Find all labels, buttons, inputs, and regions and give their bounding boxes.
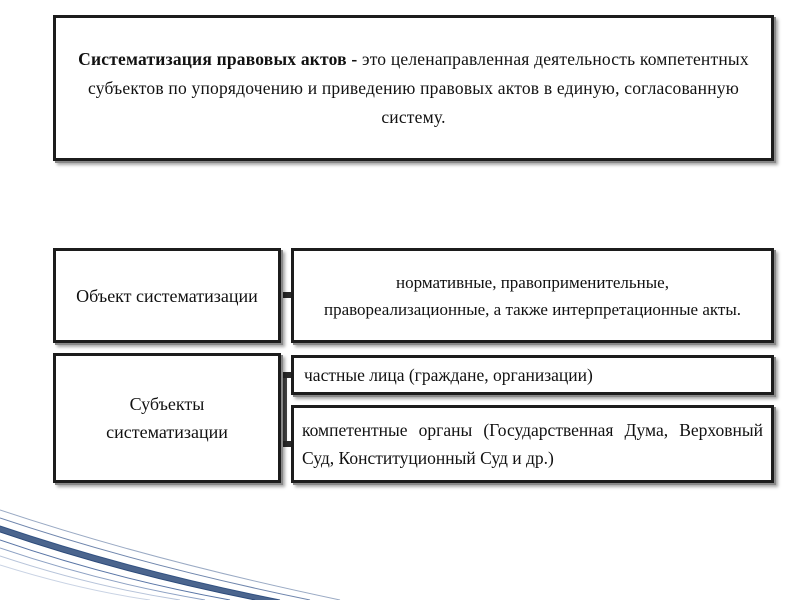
subjects-item: частные лица (граждане, организации) xyxy=(304,364,593,385)
subjects-connector-vertical xyxy=(283,372,287,447)
subjects-connector-2 xyxy=(281,441,291,447)
object-connector xyxy=(281,292,291,298)
object-value: нормативные, правоприменительные, правор… xyxy=(323,272,742,319)
definition-box: Систематизация правовых актов - это целе… xyxy=(53,15,774,161)
definition-text: Систематизация правовых актов - это целе… xyxy=(66,45,761,132)
definition-body: это целенаправленная деятельность компет… xyxy=(87,48,749,127)
subjects-item: компетентные органы (Государственная Дум… xyxy=(302,420,763,468)
subjects-item-box-1: частные лица (граждане, организации) xyxy=(291,355,774,395)
subjects-connector-1 xyxy=(281,372,291,378)
object-value-box: нормативные, правоприменительные, правор… xyxy=(291,248,774,343)
object-label-box: Объект систематизации xyxy=(53,248,281,343)
object-label: Объект систематизации xyxy=(76,285,258,306)
definition-term: Систематизация правовых актов - xyxy=(78,48,358,69)
subjects-label: Субъекты систематизации xyxy=(106,394,228,442)
subjects-item-box-2: компетентные органы (Государственная Дум… xyxy=(291,405,774,483)
subjects-label-box: Субъекты систематизации xyxy=(53,353,281,483)
